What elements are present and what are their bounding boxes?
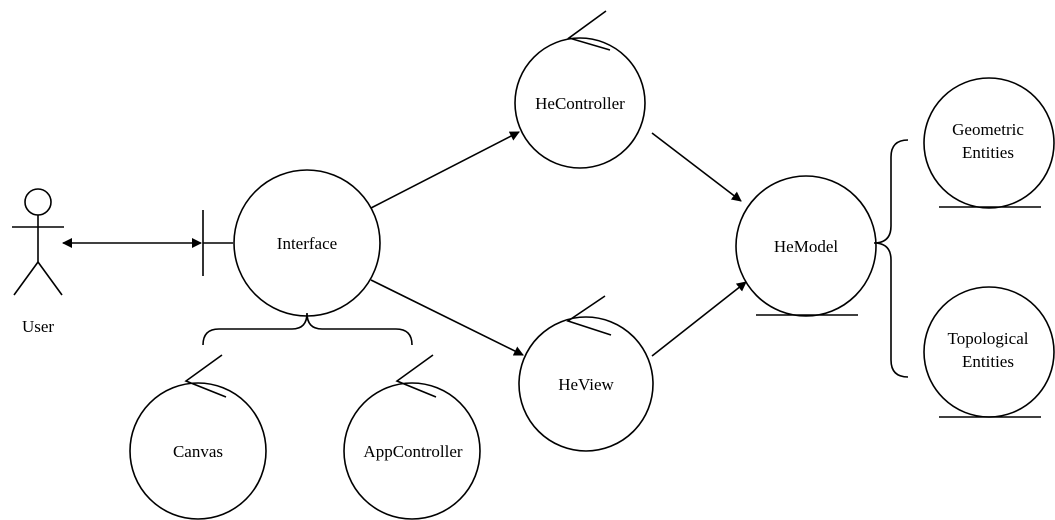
geometric-entities-entity: Geometric Entities bbox=[923, 77, 1055, 209]
canvas-circle bbox=[129, 382, 267, 520]
hemodel-entity: HeModel bbox=[735, 175, 877, 317]
geometric-entities-label-line1: Geometric bbox=[952, 120, 1024, 139]
hemodel-circle bbox=[735, 175, 877, 317]
canvas-label: Canvas bbox=[173, 442, 223, 461]
heview-control-arrow bbox=[566, 295, 612, 336]
heview-label: HeView bbox=[558, 375, 614, 394]
hecontroller-control: HeController bbox=[514, 10, 646, 169]
heview-circle bbox=[518, 316, 654, 452]
hecontroller-circle bbox=[514, 37, 646, 169]
interface-boundary: Interface bbox=[202, 169, 381, 317]
appcontroller-control: AppController bbox=[343, 354, 481, 520]
hecontroller-label: HeController bbox=[535, 94, 625, 113]
hecontroller-control-arrow bbox=[567, 10, 611, 51]
hemodel-label: HeModel bbox=[774, 237, 838, 256]
geometric-entities-circle bbox=[923, 77, 1055, 209]
appcontroller-circle bbox=[343, 382, 481, 520]
actor-head bbox=[24, 188, 52, 216]
heview-control: HeView bbox=[518, 295, 654, 452]
entities-brace bbox=[873, 139, 909, 378]
interface-brace bbox=[202, 312, 413, 346]
topological-entities-entity: Topological Entities bbox=[923, 286, 1055, 418]
appcontroller-label: AppController bbox=[363, 442, 462, 461]
topological-entities-label-line1: Topological bbox=[948, 329, 1029, 348]
canvas-control: Canvas bbox=[129, 354, 267, 520]
canvas-control-arrow bbox=[184, 354, 227, 398]
appcontroller-control-arrow bbox=[395, 354, 437, 398]
topological-entities-label-line2: Entities bbox=[962, 352, 1014, 371]
interface-label: Interface bbox=[277, 234, 337, 253]
actor-right-leg bbox=[37, 261, 63, 296]
hecontroller-to-hemodel-arrow bbox=[651, 132, 742, 202]
interface-to-hecontroller-arrow bbox=[370, 131, 520, 209]
user-actor: User bbox=[12, 188, 64, 336]
actor-left-leg bbox=[13, 261, 39, 296]
geometric-entities-label-line2: Entities bbox=[962, 143, 1014, 162]
heview-to-hemodel-arrow bbox=[651, 281, 747, 357]
user-label: User bbox=[22, 317, 54, 336]
interface-to-heview-arrow bbox=[370, 279, 524, 356]
